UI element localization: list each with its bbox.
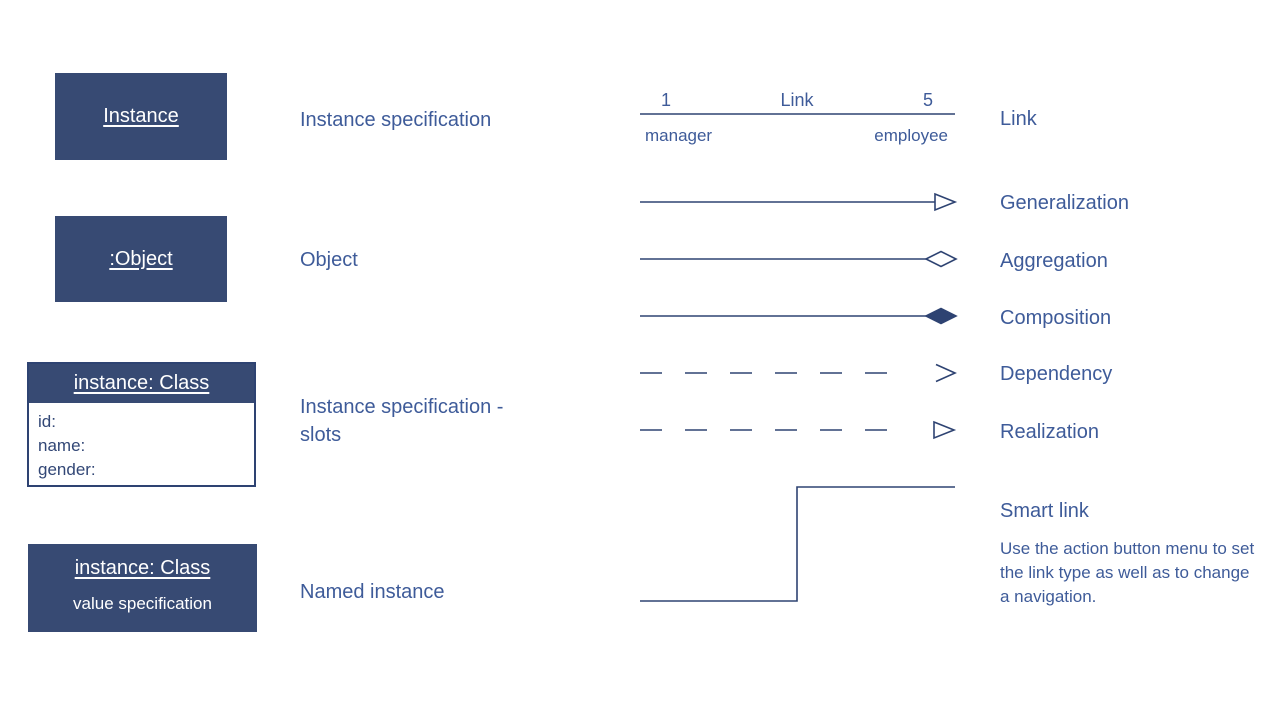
link-multiplicity-left: 1 [661,90,672,110]
link-multiplicity-right: 5 [922,90,933,110]
object-label: Object [300,249,358,271]
smart-link-label: Smart link [1000,500,1089,522]
instance-specification-label: Instance specification [300,109,492,131]
smart-link-description: Use the action button menu to set the li… [1000,539,1255,606]
link-role-left: manager [645,126,713,145]
named-instance-subtitle: value specification [73,594,212,613]
generalization-connector[interactable] [640,192,958,212]
realization-arrowhead-icon [933,420,957,440]
object-shape[interactable]: :Object [55,216,227,302]
slot-id: id: [38,412,56,431]
aggregation-label: Aggregation [1000,250,1108,272]
composition-label: Composition [1000,307,1112,329]
instance-specification-shape[interactable]: Instance [55,73,227,160]
link-name: Link [780,90,814,110]
instance-shape-title: Instance [103,105,179,127]
generalization-label: Generalization [1000,192,1129,214]
smart-link-connector[interactable] [640,486,955,602]
slots-compartment: id: name: gender: [29,403,254,482]
composition-connector[interactable] [640,307,958,325]
named-instance-title: instance: Class [74,557,211,579]
instance-specification-slots-label: Instance specification - slots [300,396,504,446]
aggregation-diamond-icon [924,250,958,268]
named-instance-label: Named instance [300,581,445,603]
composition-diamond-icon [924,307,958,325]
generalization-arrowhead-icon [934,192,958,212]
dependency-connector[interactable] [640,363,957,383]
named-instance-shape[interactable]: instance: Class value specification [28,544,257,632]
realization-label: Realization [1000,421,1099,443]
dependency-label: Dependency [1000,363,1113,385]
link-role-right: employee [874,126,948,145]
slots-shape-header: instance: Class [29,364,254,403]
object-shape-title: :Object [109,247,173,270]
slot-gender: gender: [38,460,96,479]
instance-specification-slots-shape[interactable]: instance: Class id: name: gender: [27,362,256,487]
link-label: Link [1000,108,1037,130]
dependency-arrowhead-icon [935,363,957,383]
slot-name: name: [38,436,86,455]
slots-shape-title: instance: Class [73,372,210,394]
aggregation-connector[interactable] [640,250,958,268]
realization-connector[interactable] [640,420,957,440]
